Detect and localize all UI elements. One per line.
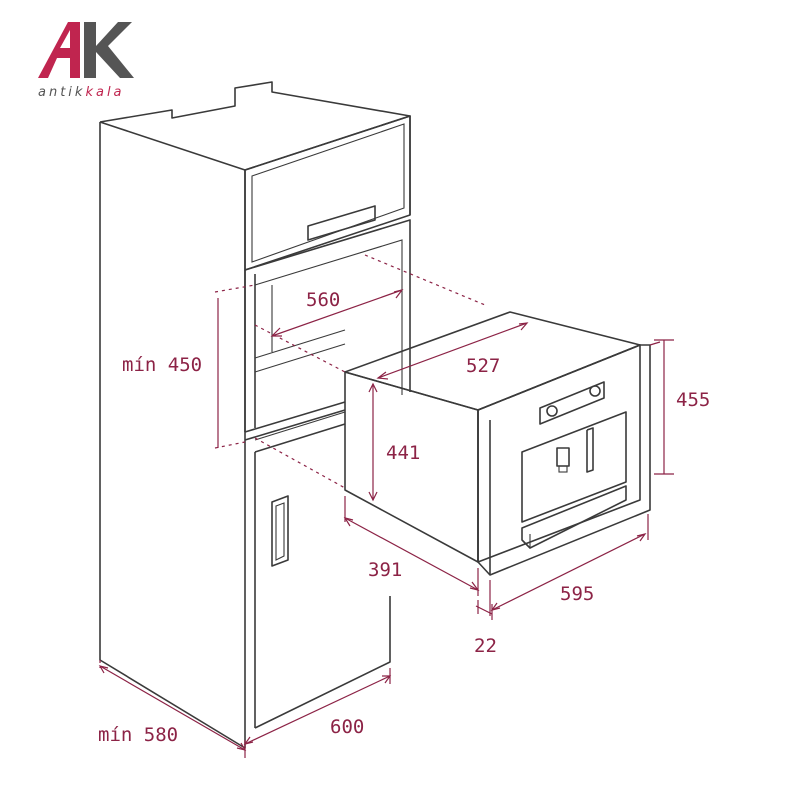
logo-a-shape [38,22,80,78]
logo-wordmark: antikkala [38,85,125,100]
dim-391-label: 391 [368,559,402,581]
drip-tray [521,485,627,549]
control-knob-right-icon [589,385,601,397]
lower-door-handle [271,495,289,567]
dimension-labels: 560 mín 450 527 441 455 391 595 22 mín 5… [98,289,710,746]
control-panel [539,381,605,425]
dim-560-label: 560 [306,289,340,311]
dim-527-label: 527 [466,355,500,377]
coffee-spout [556,447,570,467]
dimension-lines [98,289,674,758]
dim-min-580-label: mín 580 [98,724,178,746]
dim-22-label: 22 [474,635,497,657]
dim-600-label: 600 [330,716,364,738]
dim-595-label: 595 [560,583,594,605]
dim-min-450-label: mín 450 [122,354,202,376]
drawer-handle [307,205,376,241]
coffee-machine [344,311,651,576]
tall-cabinet [99,81,411,749]
dim-455-label: 455 [676,389,710,411]
projection-lines [99,254,486,668]
steam-wand [586,427,594,473]
logo-k-shape [84,22,134,78]
logo: antikkala [38,22,134,100]
control-knob-left-icon [546,405,558,417]
dim-441-label: 441 [386,442,420,464]
